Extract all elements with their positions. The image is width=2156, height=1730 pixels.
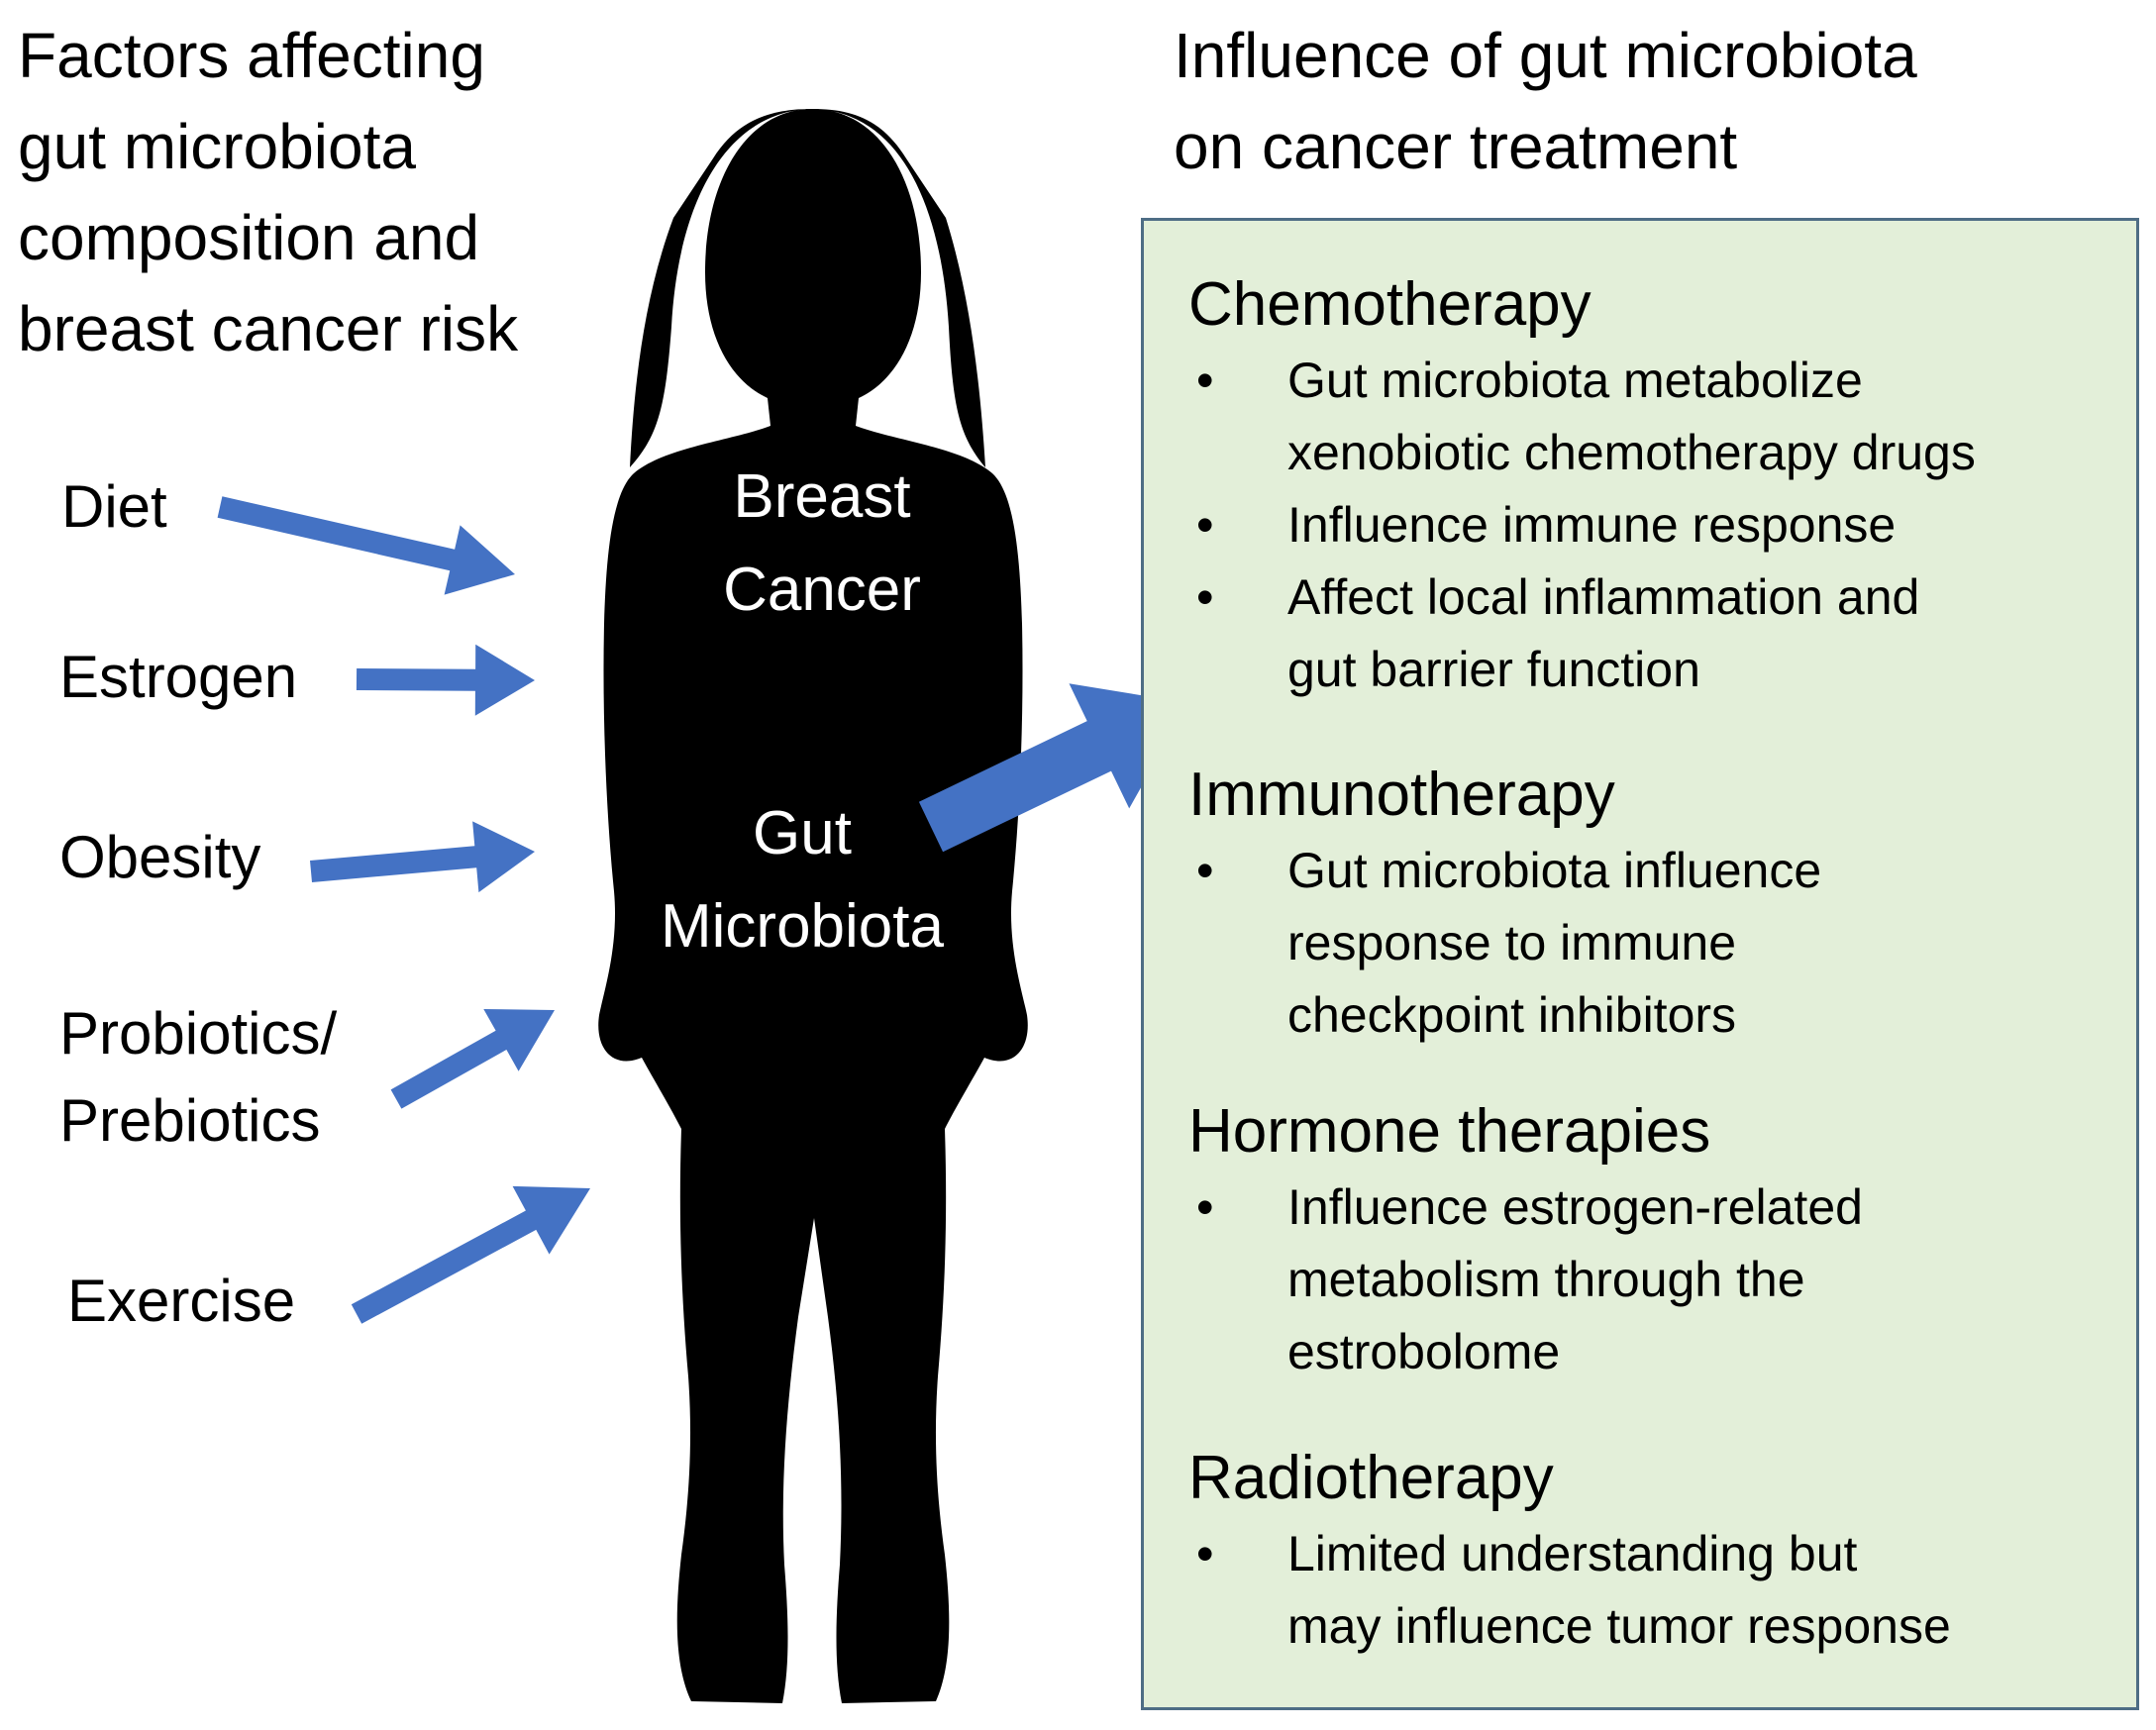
exercise-arrow bbox=[351, 1185, 590, 1324]
section-immunotherapy: Immunotherapy • Gut microbiota influence… bbox=[1188, 756, 1821, 1052]
probiotics-arrow bbox=[390, 1009, 555, 1109]
factor-probiotics-prebiotics: Probiotics/ Prebiotics bbox=[59, 990, 337, 1165]
diet-arrow bbox=[217, 496, 515, 595]
bullet-line: may influence tumor response bbox=[1287, 1598, 1951, 1654]
factor-label: Obesity bbox=[59, 824, 261, 890]
bullet-dot: • bbox=[1196, 569, 1214, 625]
factor-diet: Diet bbox=[61, 463, 167, 551]
factor-label: Diet bbox=[61, 473, 167, 540]
section-title: Chemotherapy bbox=[1188, 270, 1591, 339]
bullet-list: • Gut microbiota metabolize xenobiotic c… bbox=[1188, 345, 1976, 706]
bullet-item: • Gut microbiota influence response to i… bbox=[1188, 835, 1821, 1052]
section-hormone-therapies: Hormone therapies • Influence estrogen-r… bbox=[1188, 1092, 1863, 1388]
factor-label: Prebiotics bbox=[59, 1087, 321, 1154]
treatment-arrow bbox=[918, 683, 1188, 853]
bullet-item: • Influence estrogen-related metabolism … bbox=[1188, 1171, 1863, 1388]
left-heading-line: composition and bbox=[18, 202, 480, 273]
section-chemotherapy: Chemotherapy • Gut microbiota metabolize… bbox=[1188, 265, 1976, 706]
factor-estrogen: Estrogen bbox=[59, 634, 297, 721]
factor-label: Probiotics/ bbox=[59, 1000, 338, 1067]
bullet-item: • Limited understanding but may influenc… bbox=[1188, 1518, 1951, 1663]
bullet-item: • Influence immune response bbox=[1188, 489, 1976, 561]
treatment-panel: Chemotherapy • Gut microbiota metabolize… bbox=[1141, 218, 2139, 1710]
obesity-arrow bbox=[310, 821, 535, 893]
left-heading-line: gut microbiota bbox=[18, 111, 416, 182]
factor-exercise: Exercise bbox=[67, 1258, 295, 1345]
bullet-line: Influence immune response bbox=[1287, 497, 1897, 553]
bullet-line: estrobolome bbox=[1287, 1324, 1561, 1379]
bullet-list: • Gut microbiota influence response to i… bbox=[1188, 835, 1821, 1052]
estrogen-arrow bbox=[356, 644, 535, 716]
bullet-list: • Influence estrogen-related metabolism … bbox=[1188, 1171, 1863, 1388]
left-heading-line: Factors affecting bbox=[18, 20, 485, 91]
section-title: Radiotherapy bbox=[1188, 1444, 1554, 1512]
breast-cancer-label-line: Cancer bbox=[723, 556, 921, 624]
factor-obesity: Obesity bbox=[59, 814, 260, 901]
gut-microbiota-label-line: Gut bbox=[753, 799, 852, 867]
bullet-item: • Affect local inflammation and gut barr… bbox=[1188, 561, 1976, 706]
bullet-line: Gut microbiota metabolize bbox=[1287, 353, 1863, 408]
section-title: Immunotherapy bbox=[1188, 761, 1615, 829]
section-title: Hormone therapies bbox=[1188, 1097, 1711, 1166]
bullet-dot: • bbox=[1196, 353, 1214, 408]
bullet-line: gut barrier function bbox=[1287, 642, 1700, 697]
right-heading-line: on cancer treatment bbox=[1174, 111, 1738, 182]
breast-cancer-label-line: Breast bbox=[733, 462, 911, 531]
factor-label: Exercise bbox=[67, 1268, 296, 1334]
factor-label: Estrogen bbox=[59, 644, 298, 710]
bullet-list: • Limited understanding but may influenc… bbox=[1188, 1518, 1951, 1663]
woman-silhouette bbox=[598, 109, 1028, 1703]
bullet-line: Gut microbiota influence bbox=[1287, 843, 1822, 898]
section-radiotherapy: Radiotherapy • Limited understanding but… bbox=[1188, 1439, 1951, 1663]
bullet-line: Affect local inflammation and bbox=[1287, 569, 1920, 625]
bullet-dot: • bbox=[1196, 1179, 1214, 1235]
left-heading: Factors affecting gut microbiota composi… bbox=[18, 10, 518, 374]
bullet-dot: • bbox=[1196, 1526, 1214, 1581]
bullet-line: metabolism through the bbox=[1287, 1252, 1805, 1307]
right-heading: Influence of gut microbiota on cancer tr… bbox=[1174, 10, 1917, 192]
right-heading-line: Influence of gut microbiota bbox=[1174, 20, 1917, 91]
breast-cancer-label: Breast Cancer bbox=[683, 451, 961, 637]
bullet-line: Limited understanding but bbox=[1287, 1526, 1858, 1581]
bullet-dot: • bbox=[1196, 497, 1214, 553]
bullet-line: Influence estrogen-related bbox=[1287, 1179, 1863, 1235]
bullet-line: checkpoint inhibitors bbox=[1287, 987, 1737, 1043]
bullet-item: • Gut microbiota metabolize xenobiotic c… bbox=[1188, 345, 1976, 489]
gut-microbiota-label-line: Microbiota bbox=[661, 892, 944, 961]
gut-microbiota-label: Gut Microbiota bbox=[624, 787, 980, 973]
bullet-dot: • bbox=[1196, 843, 1214, 898]
left-heading-line: breast cancer risk bbox=[18, 293, 519, 364]
arrows-group bbox=[217, 496, 1188, 1324]
bullet-line: response to immune bbox=[1287, 915, 1737, 970]
bullet-line: xenobiotic chemotherapy drugs bbox=[1287, 425, 1976, 480]
